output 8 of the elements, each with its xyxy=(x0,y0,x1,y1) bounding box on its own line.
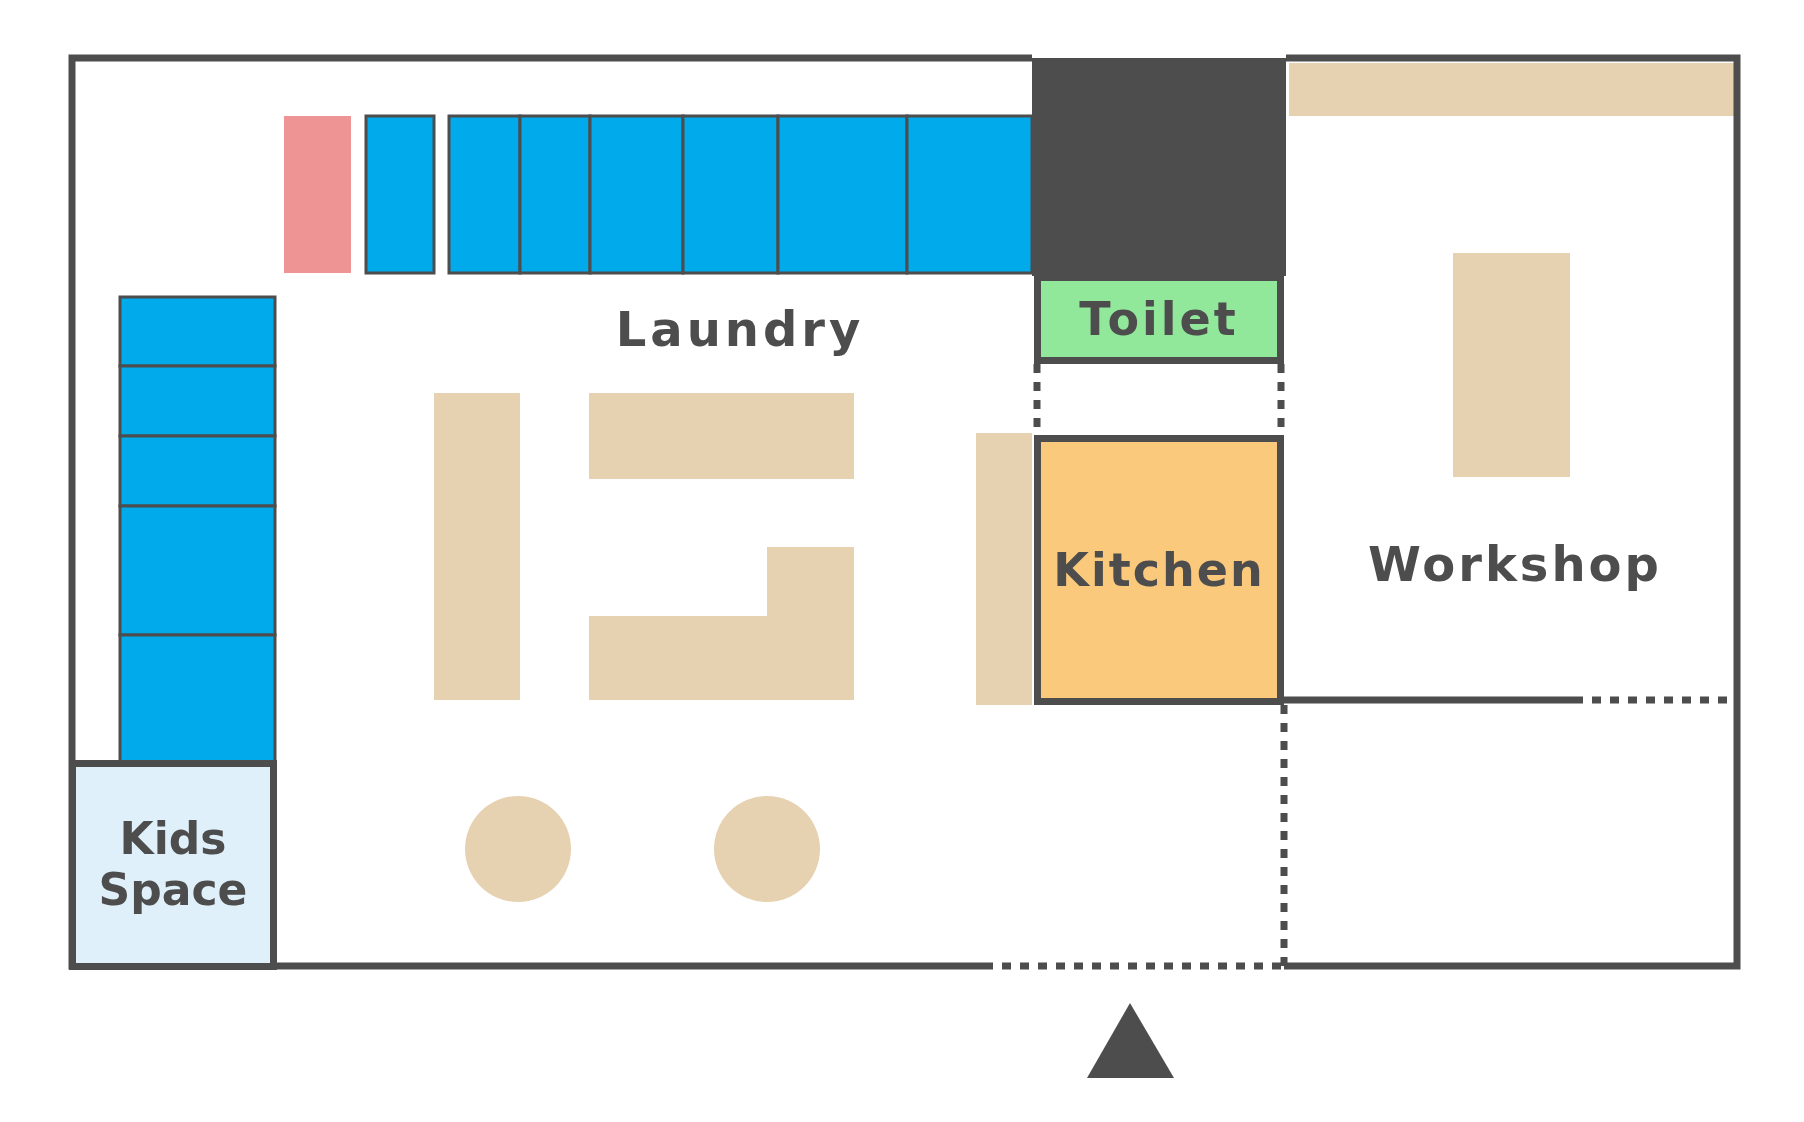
room-box xyxy=(1034,435,1284,705)
room-label: Laundry xyxy=(615,302,865,358)
room-label: Kitchen xyxy=(1053,543,1265,597)
room-label: Kids Space xyxy=(97,814,249,916)
room-label: Toilet xyxy=(1079,292,1239,346)
room-box xyxy=(69,760,277,970)
room-box xyxy=(1034,274,1284,364)
room-label: Workshop xyxy=(1368,537,1662,593)
